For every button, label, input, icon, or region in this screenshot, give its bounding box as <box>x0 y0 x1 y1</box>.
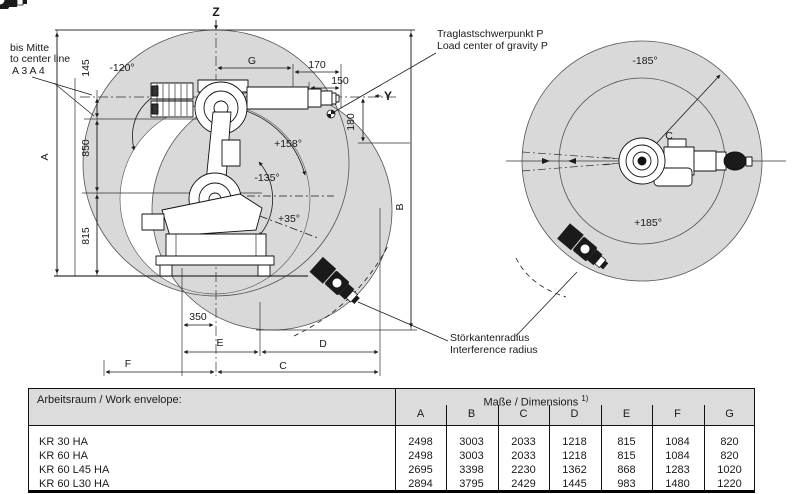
dimensions-header-text: Maße / Dimensions <box>483 396 579 409</box>
interference-label-en: Interference radius <box>450 344 538 356</box>
note-bis-mitte: bis Mitte <box>10 42 49 54</box>
interference-arc-top <box>515 257 567 298</box>
dim-f-label: F <box>125 358 131 370</box>
annotation-labels: Traglastschwerpunkt P Load center of gra… <box>437 28 548 356</box>
dimensions-header: Maße / Dimensions 1) <box>395 394 677 409</box>
table-cell: 1084 <box>665 450 690 462</box>
wrist-tool-icon <box>0 0 27 9</box>
dimension-lines <box>55 20 413 374</box>
table-cell: 1445 <box>562 478 587 490</box>
table-cell: 1283 <box>665 464 690 476</box>
table-cell: 2033 <box>511 450 536 462</box>
table-cell: 1218 <box>562 450 587 462</box>
table-cell: 983 <box>617 478 636 490</box>
dim-d-label: D <box>319 338 327 350</box>
note-to-center-line: to center line <box>10 53 70 65</box>
load-center-label-de: Traglastschwerpunkt P <box>437 28 543 40</box>
note-a3-a4: A 3 A 4 <box>12 65 45 77</box>
dimensions-table: Arbeitsraum / Work envelope: Maße / Dime… <box>28 388 755 493</box>
table-cell: 3398 <box>459 464 484 476</box>
table-cell: 1480 <box>665 478 690 490</box>
table-cell: 2894 <box>408 478 433 490</box>
table-cell: 2033 <box>511 436 536 448</box>
angle-neg135-label: -135° <box>254 172 279 184</box>
table-cell: 1362 <box>562 464 587 476</box>
table-cell: 2498 <box>408 436 433 448</box>
dim-e-label: E <box>216 337 223 349</box>
dim-350-label: 350 <box>189 311 207 323</box>
work-envelope-drawing: Z Y bis Mitte to center line A 3 A 4 -12… <box>0 0 786 376</box>
table-cell: 820 <box>720 450 739 462</box>
table-cell: 2498 <box>408 450 433 462</box>
table-column-divider <box>395 389 396 490</box>
angle-pos158-label: +158° <box>274 138 302 150</box>
angle-neg120-label: -120° <box>109 62 134 74</box>
side-view-labels: Z Y bis Mitte to center line A 3 A 4 -12… <box>10 5 406 372</box>
row-label: KR 60 HA <box>39 450 88 462</box>
work-envelope-header: Arbeitsraum / Work envelope: <box>37 394 182 406</box>
column-header-g: G <box>725 408 734 420</box>
row-label: KR 60 L30 HA <box>39 478 110 490</box>
dim-180-label: 180 <box>345 113 357 131</box>
interference-label-de: Störkantenradius <box>450 332 529 344</box>
table-cell: 815 <box>617 436 636 448</box>
table-cell: 1084 <box>665 436 690 448</box>
radius-c-label: C <box>665 130 673 142</box>
column-header-f: F <box>674 408 681 420</box>
table-cell: 820 <box>720 436 739 448</box>
table-cell: 1218 <box>562 436 587 448</box>
table-header <box>29 389 754 426</box>
dim-150-label: 150 <box>331 75 349 87</box>
robot-top-view <box>603 137 753 187</box>
table-cell: 2230 <box>511 464 536 476</box>
dim-815-label: 815 <box>80 227 92 245</box>
table-cell: 815 <box>617 450 636 462</box>
table-cell: 2429 <box>511 478 536 490</box>
z-axis-label: Z <box>212 5 219 19</box>
y-axis-label: Y <box>384 89 392 103</box>
dim-c-label: C <box>279 360 287 372</box>
row-label: KR 60 L45 HA <box>39 464 110 476</box>
angle-pos185-label: +185° <box>634 217 662 229</box>
dim-g-label: G <box>248 55 256 67</box>
table-cell: 3003 <box>459 436 484 448</box>
leader-lines <box>333 52 578 342</box>
table-cell: 3003 <box>459 450 484 462</box>
angle-neg185-label: -185° <box>632 55 657 67</box>
dimensions-footnote-ref: 1) <box>581 394 589 403</box>
table-cell: 868 <box>617 464 636 476</box>
table-cell: 1220 <box>717 478 742 490</box>
column-header-d: D <box>570 408 579 420</box>
robot-side-view <box>141 79 340 277</box>
dim-b-label: B <box>394 203 406 210</box>
dim-a-label: A <box>39 153 51 160</box>
angle-pos35-label: +35° <box>278 213 300 225</box>
dim-145-label: 145 <box>80 59 92 77</box>
dim-850-label: 850 <box>80 139 92 157</box>
column-header-b: B <box>467 408 476 420</box>
row-label: KR 30 HA <box>39 436 88 448</box>
column-header-c: C <box>519 408 528 420</box>
load-center-label-en: Load center of gravity P <box>437 40 548 52</box>
column-header-e: E <box>622 408 631 420</box>
top-view-labels: -185° +185° C <box>632 55 673 229</box>
column-header-a: A <box>416 408 425 420</box>
table-cell: 3795 <box>459 478 484 490</box>
load-center-point <box>326 109 336 119</box>
dim-170-label: 170 <box>308 59 326 71</box>
table-cell: 2695 <box>408 464 433 476</box>
table-cell: 1020 <box>717 464 742 476</box>
